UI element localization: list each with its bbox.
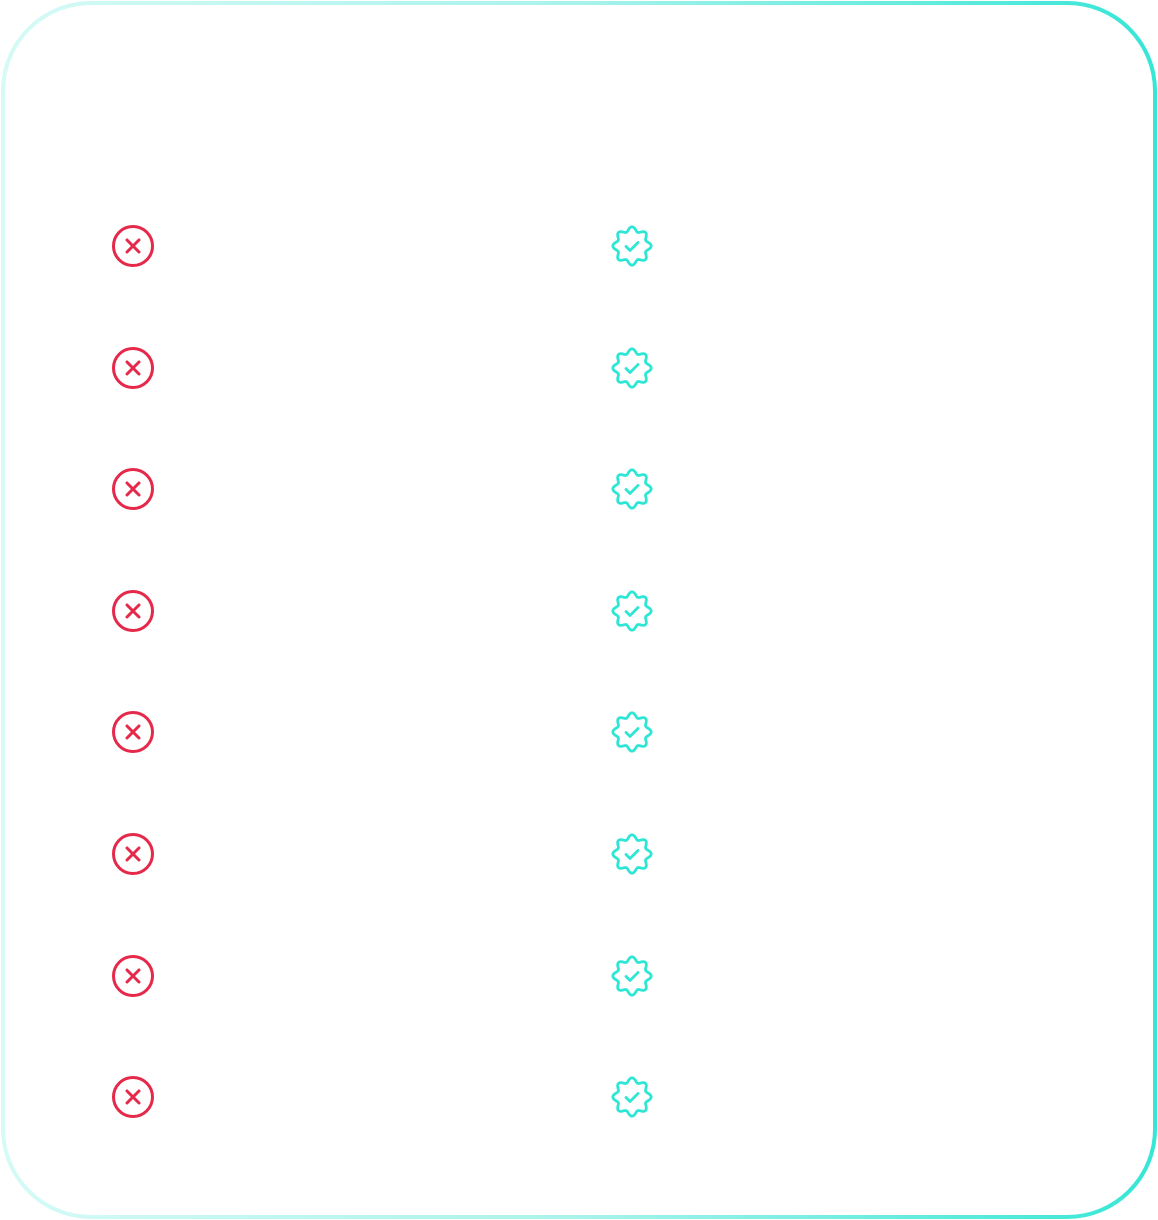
comparison-row — [5, 710, 1153, 754]
comparison-row — [5, 467, 1153, 511]
comparison-row — [5, 589, 1153, 633]
x-circle-icon — [111, 224, 155, 268]
x-circle-icon — [111, 954, 155, 998]
x-circle-icon — [111, 832, 155, 876]
x-circle-icon — [111, 710, 155, 754]
x-circle-icon — [111, 589, 155, 633]
x-circle-icon — [111, 467, 155, 511]
x-circle-icon — [111, 346, 155, 390]
comparison-row — [5, 832, 1153, 876]
check-badge-icon — [610, 954, 654, 998]
comparison-row — [5, 1075, 1153, 1119]
check-badge-icon — [610, 710, 654, 754]
x-circle-icon — [111, 1075, 155, 1119]
comparison-row — [5, 954, 1153, 998]
check-badge-icon — [610, 832, 654, 876]
comparison-row — [5, 346, 1153, 390]
check-badge-icon — [610, 589, 654, 633]
check-badge-icon — [610, 346, 654, 390]
check-badge-icon — [610, 1075, 654, 1119]
comparison-row — [5, 224, 1153, 268]
comparison-list — [5, 5, 1153, 1215]
check-badge-icon — [610, 467, 654, 511]
check-badge-icon — [610, 224, 654, 268]
